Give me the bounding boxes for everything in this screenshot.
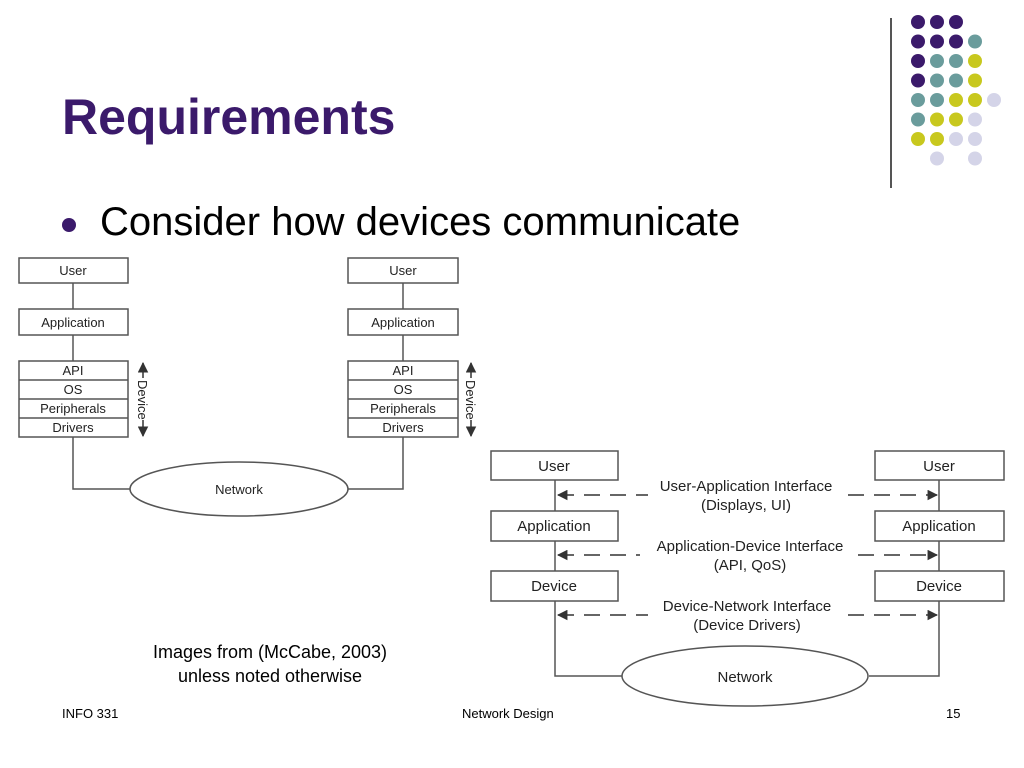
interface-3-subtitle: (Device Drivers): [693, 617, 801, 634]
decorative-dot: [911, 112, 925, 127]
decorative-dot: [968, 132, 982, 146]
decorative-dot: [930, 132, 944, 146]
left-user-box-2: [490, 450, 619, 481]
decorative-dot: [930, 15, 944, 29]
decorative-dot: [987, 93, 1001, 107]
left-application-label-2: Application: [517, 518, 590, 535]
left-application-box-2: [490, 510, 619, 542]
interface-3-title: Device-Network Interface: [663, 598, 831, 615]
decorative-divider: [890, 18, 892, 188]
left-os-label: OS: [64, 382, 83, 397]
decorative-dot: [930, 54, 944, 68]
decorative-dot-grid-icon: [911, 15, 1001, 166]
left-user-label-2: User: [538, 458, 570, 475]
bullet-text: Consider how devices communicate: [100, 200, 741, 244]
network-label-1: Network: [215, 482, 263, 497]
footer-page-number: 15: [946, 706, 961, 721]
decorative-dot: [949, 132, 963, 146]
credit-line-1: Images from (McCabe, 2003): [152, 642, 388, 662]
decorative-dot: [911, 34, 925, 49]
bullet-dot-icon: [62, 217, 76, 232]
decorative-dot: [968, 54, 982, 68]
left-device-box-2: [490, 570, 619, 602]
bullet-item: Consider how devices communicate: [62, 200, 740, 245]
right-application-box: [347, 308, 459, 336]
right-application-box-2: [874, 510, 1005, 542]
decorative-dot: [911, 132, 925, 146]
left-application-label: Application: [41, 315, 105, 330]
right-drivers-label: Drivers: [382, 420, 424, 435]
device-stack-diagram: [72, 283, 404, 490]
interface-1-title: User-Application Interface: [660, 478, 833, 495]
footer-topic: Network Design: [462, 706, 554, 721]
left-user-box: [18, 257, 129, 284]
right-device-label-2: Device: [916, 578, 962, 595]
decorative-dot: [968, 93, 982, 107]
right-os-label: OS: [394, 382, 413, 397]
decorative-dot: [911, 73, 925, 88]
right-application-label: Application: [371, 315, 435, 330]
right-user-label-2: User: [923, 458, 955, 475]
decorative-dot: [949, 15, 963, 29]
right-peripherals-label: Peripherals: [370, 401, 436, 416]
left-peripherals-label: Peripherals: [40, 401, 106, 416]
interface-1-subtitle: (Displays, UI): [701, 497, 791, 514]
decorative-dot: [968, 151, 982, 166]
decorative-dot: [968, 112, 982, 127]
right-user-label: User: [389, 263, 417, 278]
right-api-label: API: [393, 363, 414, 378]
left-device-label-2: Device: [531, 578, 577, 595]
right-user-box-2: [874, 450, 1005, 481]
decorative-dot: [949, 93, 963, 107]
right-device-box-2: [874, 570, 1005, 602]
right-user-box: [347, 257, 459, 284]
decorative-dot: [911, 54, 925, 68]
decorative-dot: [930, 112, 944, 127]
left-application-box: [18, 308, 129, 336]
network-ellipse-1: [129, 461, 349, 517]
credit-line-2: unless noted otherwise: [177, 666, 363, 686]
left-user-label: User: [59, 263, 87, 278]
left-device-bracket-label: Device: [135, 380, 150, 420]
decorative-dot: [911, 93, 925, 107]
decorative-dot: [911, 15, 925, 29]
decorative-dot: [930, 73, 944, 88]
image-credit: Images from (McCabe, 2003) unless noted …: [120, 640, 420, 688]
decorative-dot: [949, 73, 963, 88]
decorative-dot: [930, 34, 944, 49]
network-ellipse-2: [621, 645, 869, 707]
decorative-dot: [930, 151, 944, 166]
decorative-dot: [949, 34, 963, 49]
slide-title: Requirements: [62, 89, 396, 145]
decorative-dot: [968, 73, 982, 88]
left-api-label: API: [63, 363, 84, 378]
decorative-dot: [949, 112, 963, 127]
decorative-dot: [949, 54, 963, 68]
left-drivers-label: Drivers: [52, 420, 94, 435]
interface-2-subtitle: (API, QoS): [714, 557, 787, 574]
interface-2-title: Application-Device Interface: [657, 538, 844, 555]
footer-course: INFO 331: [62, 706, 119, 721]
decorative-dot: [930, 93, 944, 107]
right-application-label-2: Application: [902, 518, 975, 535]
network-label-2: Network: [717, 669, 773, 686]
right-device-bracket-label: Device: [463, 380, 478, 420]
decorative-dot: [968, 34, 982, 49]
